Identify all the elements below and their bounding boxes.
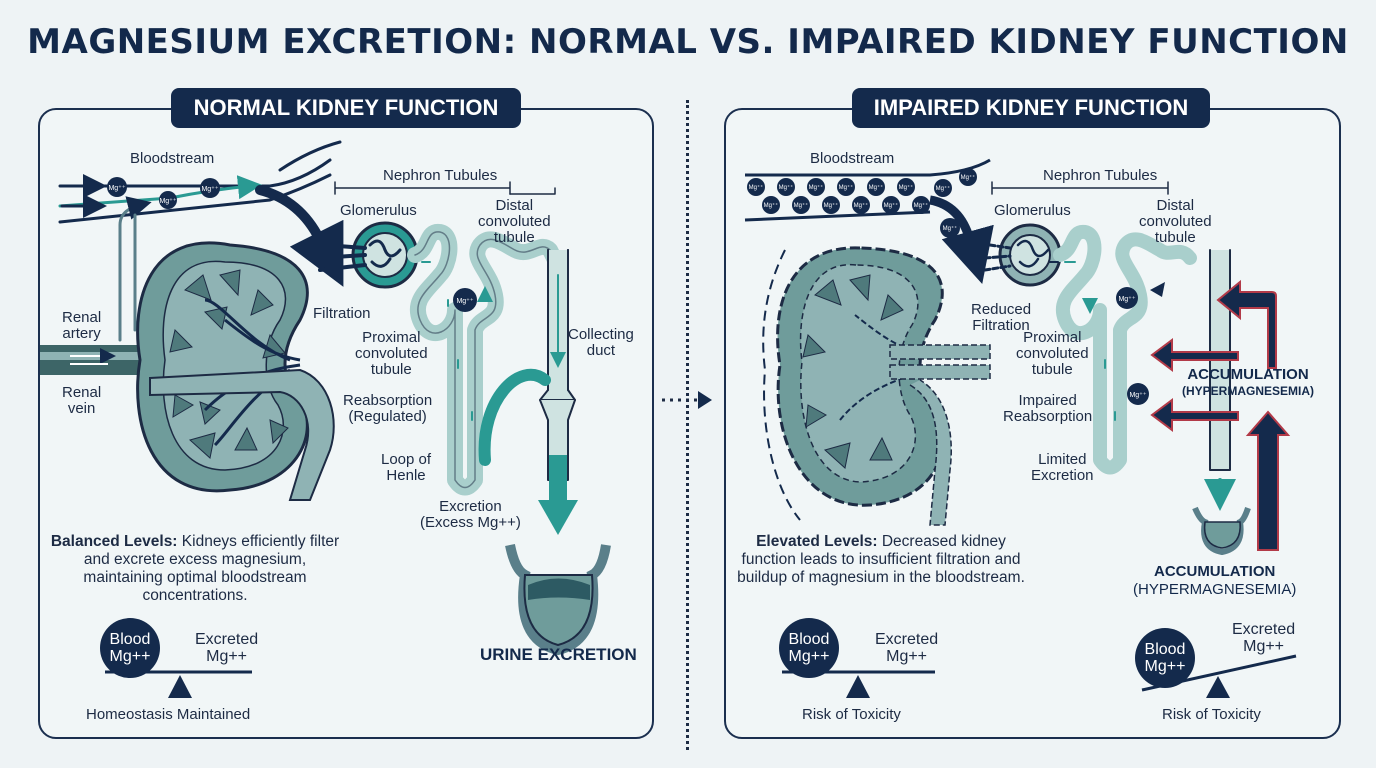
svg-text:Mg⁺⁺: Mg⁺⁺ [914, 202, 929, 209]
svg-text:Mg⁺⁺: Mg⁺⁺ [749, 184, 764, 191]
accumulation-label-upper: ACCUMULATION(HYPERMAGNESEMIA) [1182, 366, 1315, 399]
impaired-badge: IMPAIRED KIDNEY FUNCTION [852, 88, 1210, 128]
svg-text:Mg⁺⁺: Mg⁺⁺ [961, 174, 976, 181]
svg-text:Mg⁺⁺: Mg⁺⁺ [764, 202, 779, 209]
accumulation-arrows-icon [1150, 279, 1291, 551]
svg-text:Mg⁺⁺: Mg⁺⁺ [456, 298, 473, 305]
svg-text:Mg⁺⁺: Mg⁺⁺ [884, 202, 899, 209]
divider [686, 100, 689, 750]
svg-text:Mg⁺⁺: Mg⁺⁺ [943, 225, 958, 232]
risk-of-toxicity-right: Risk of Toxicity [1162, 706, 1261, 723]
normal-nephron-tubules-label: Nephron Tubules [383, 167, 498, 184]
svg-text:Mg⁺⁺: Mg⁺⁺ [824, 202, 839, 209]
svg-text:Mg⁺⁺: Mg⁺⁺ [1118, 296, 1135, 303]
svg-text:Mg⁺⁺: Mg⁺⁺ [201, 186, 218, 193]
svg-text:Mg⁺⁺: Mg⁺⁺ [794, 202, 809, 209]
svg-text:Mg⁺⁺: Mg⁺⁺ [936, 185, 951, 192]
svg-text:Mg⁺⁺: Mg⁺⁺ [159, 198, 176, 205]
excretion-label: Excretion(Excess Mg++) [420, 498, 521, 531]
normal-bloodstream-label: Bloodstream [130, 150, 215, 167]
normal-ions: Mg⁺⁺ Mg⁺⁺ Mg⁺⁺ [107, 177, 220, 209]
filtration-label: Filtration [313, 305, 371, 322]
svg-text:Mg⁺⁺: Mg⁺⁺ [854, 202, 869, 209]
impaired-bloodstream [744, 158, 994, 285]
impaired-nephron-tubules-label: Nephron Tubules [1043, 167, 1158, 184]
normal-kidney [136, 241, 335, 501]
impaired-bladder [1192, 506, 1251, 556]
normal-bladder [505, 543, 611, 656]
svg-text:Mg⁺⁺: Mg⁺⁺ [869, 184, 884, 191]
svg-text:Mg⁺⁺: Mg⁺⁺ [1129, 392, 1146, 399]
separator-arrow-icon [662, 391, 712, 409]
urine-excretion-label: URINE EXCRETION [480, 645, 637, 664]
normal-nephron: Mg⁺⁺ [318, 181, 578, 535]
normal-summary: Balanced Levels: Kidneys efficiently fil… [50, 533, 340, 604]
normal-badge: NORMAL KIDNEY FUNCTION [171, 88, 521, 128]
svg-text:Mg⁺⁺: Mg⁺⁺ [779, 184, 794, 191]
reabsorption-label: Reabsorption(Regulated) [343, 392, 433, 425]
impaired-glomerulus-label: Glomerulus [994, 202, 1071, 219]
homeostasis-label: Homeostasis Maintained [86, 706, 251, 723]
accumulation-label-lower: ACCUMULATION(HYPERMAGNESEMIA) [1133, 563, 1297, 598]
impaired-ions: Mg⁺⁺ Mg⁺⁺ Mg⁺⁺ Mg⁺⁺ Mg⁺⁺ Mg⁺⁺ Mg⁺⁺ Mg⁺⁺ Mg⁺⁺ Mg⁺… [747, 168, 977, 238]
page-title: MAGNESIUM EXCRETION: NORMAL VS. IMPAIRED… [27, 22, 1349, 62]
normal-glomerulus-label: Glomerulus [340, 202, 417, 219]
risk-of-toxicity-left: Risk of Toxicity [802, 706, 901, 723]
svg-text:Mg⁺⁺: Mg⁺⁺ [899, 184, 914, 191]
impaired-bloodstream-label: Bloodstream [810, 150, 895, 167]
impaired-kidney [762, 246, 991, 526]
svg-text:Mg⁺⁺: Mg⁺⁺ [108, 185, 125, 192]
impaired-summary: Elevated Levels: Decreased kidney functi… [737, 533, 1025, 586]
svg-text:Mg⁺⁺: Mg⁺⁺ [839, 184, 854, 191]
svg-text:Mg⁺⁺: Mg⁺⁺ [809, 184, 824, 191]
